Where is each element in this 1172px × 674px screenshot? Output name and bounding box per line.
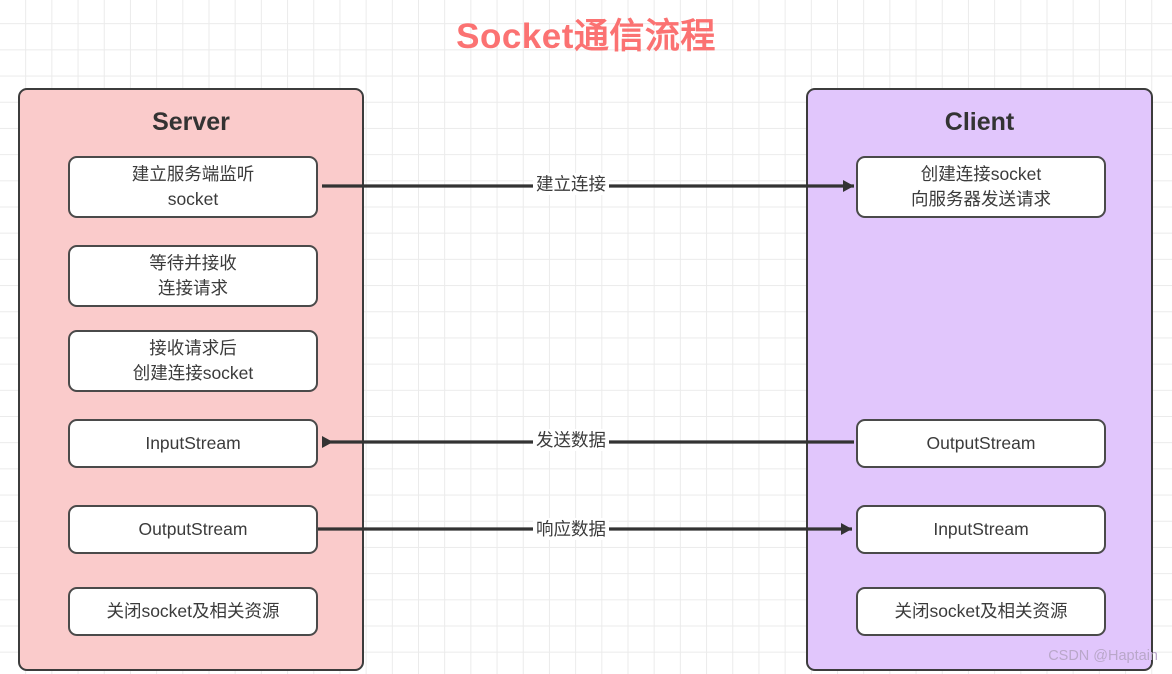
server-step-output-stream[interactable]: OutputStream <box>68 505 318 554</box>
client-lane-title: Client <box>944 108 1015 136</box>
client-lane: Client 创建连接socket 向服务器发送请求 OutputStream … <box>806 88 1153 671</box>
step-line-1: 关闭socket及相关资源 <box>106 601 280 621</box>
connector-label-response-data: 响应数据 <box>533 518 609 540</box>
client-step-input-stream[interactable]: InputStream <box>856 505 1106 554</box>
client-step-close-socket[interactable]: 关闭socket及相关资源 <box>856 587 1106 636</box>
step-line-1: OutputStream <box>926 433 1036 453</box>
step-line-2: 向服务器发送请求 <box>911 189 1051 209</box>
step-line-2: 创建连接socket <box>132 363 254 383</box>
step-line-1: OutputStream <box>138 519 248 539</box>
watermark: CSDN @Haptain <box>1048 648 1158 664</box>
step-line-1: 关闭socket及相关资源 <box>894 601 1068 621</box>
server-step-create-socket[interactable]: 接收请求后 创建连接socket <box>68 330 318 392</box>
server-step-close-socket[interactable]: 关闭socket及相关资源 <box>68 587 318 636</box>
client-step-create-socket[interactable]: 创建连接socket 向服务器发送请求 <box>856 156 1106 218</box>
step-line-1: InputStream <box>145 433 241 453</box>
step-line-2: socket <box>167 189 219 209</box>
server-step-wait-accept[interactable]: 等待并接收 连接请求 <box>68 245 318 307</box>
server-step-listen-socket[interactable]: 建立服务端监听 socket <box>68 156 318 218</box>
step-line-1: InputStream <box>933 519 1029 539</box>
step-line-1: 接收请求后 <box>149 338 237 358</box>
step-line-1: 创建连接socket <box>920 164 1042 184</box>
connector-label-establish-connection: 建立连接 <box>533 173 609 195</box>
step-line-1: 建立服务端监听 <box>131 164 255 184</box>
page-title: Socket通信流程 <box>456 17 716 56</box>
server-step-input-stream[interactable]: InputStream <box>68 419 318 468</box>
step-line-1: 等待并接收 <box>149 253 237 273</box>
server-lane: Server 建立服务端监听 socket 等待并接收 连接请求 接收请求后 创… <box>18 88 364 671</box>
client-step-output-stream[interactable]: OutputStream <box>856 419 1106 468</box>
server-lane-title: Server <box>152 108 230 136</box>
connector-label-send-data: 发送数据 <box>533 429 609 451</box>
step-line-2: 连接请求 <box>158 278 228 298</box>
